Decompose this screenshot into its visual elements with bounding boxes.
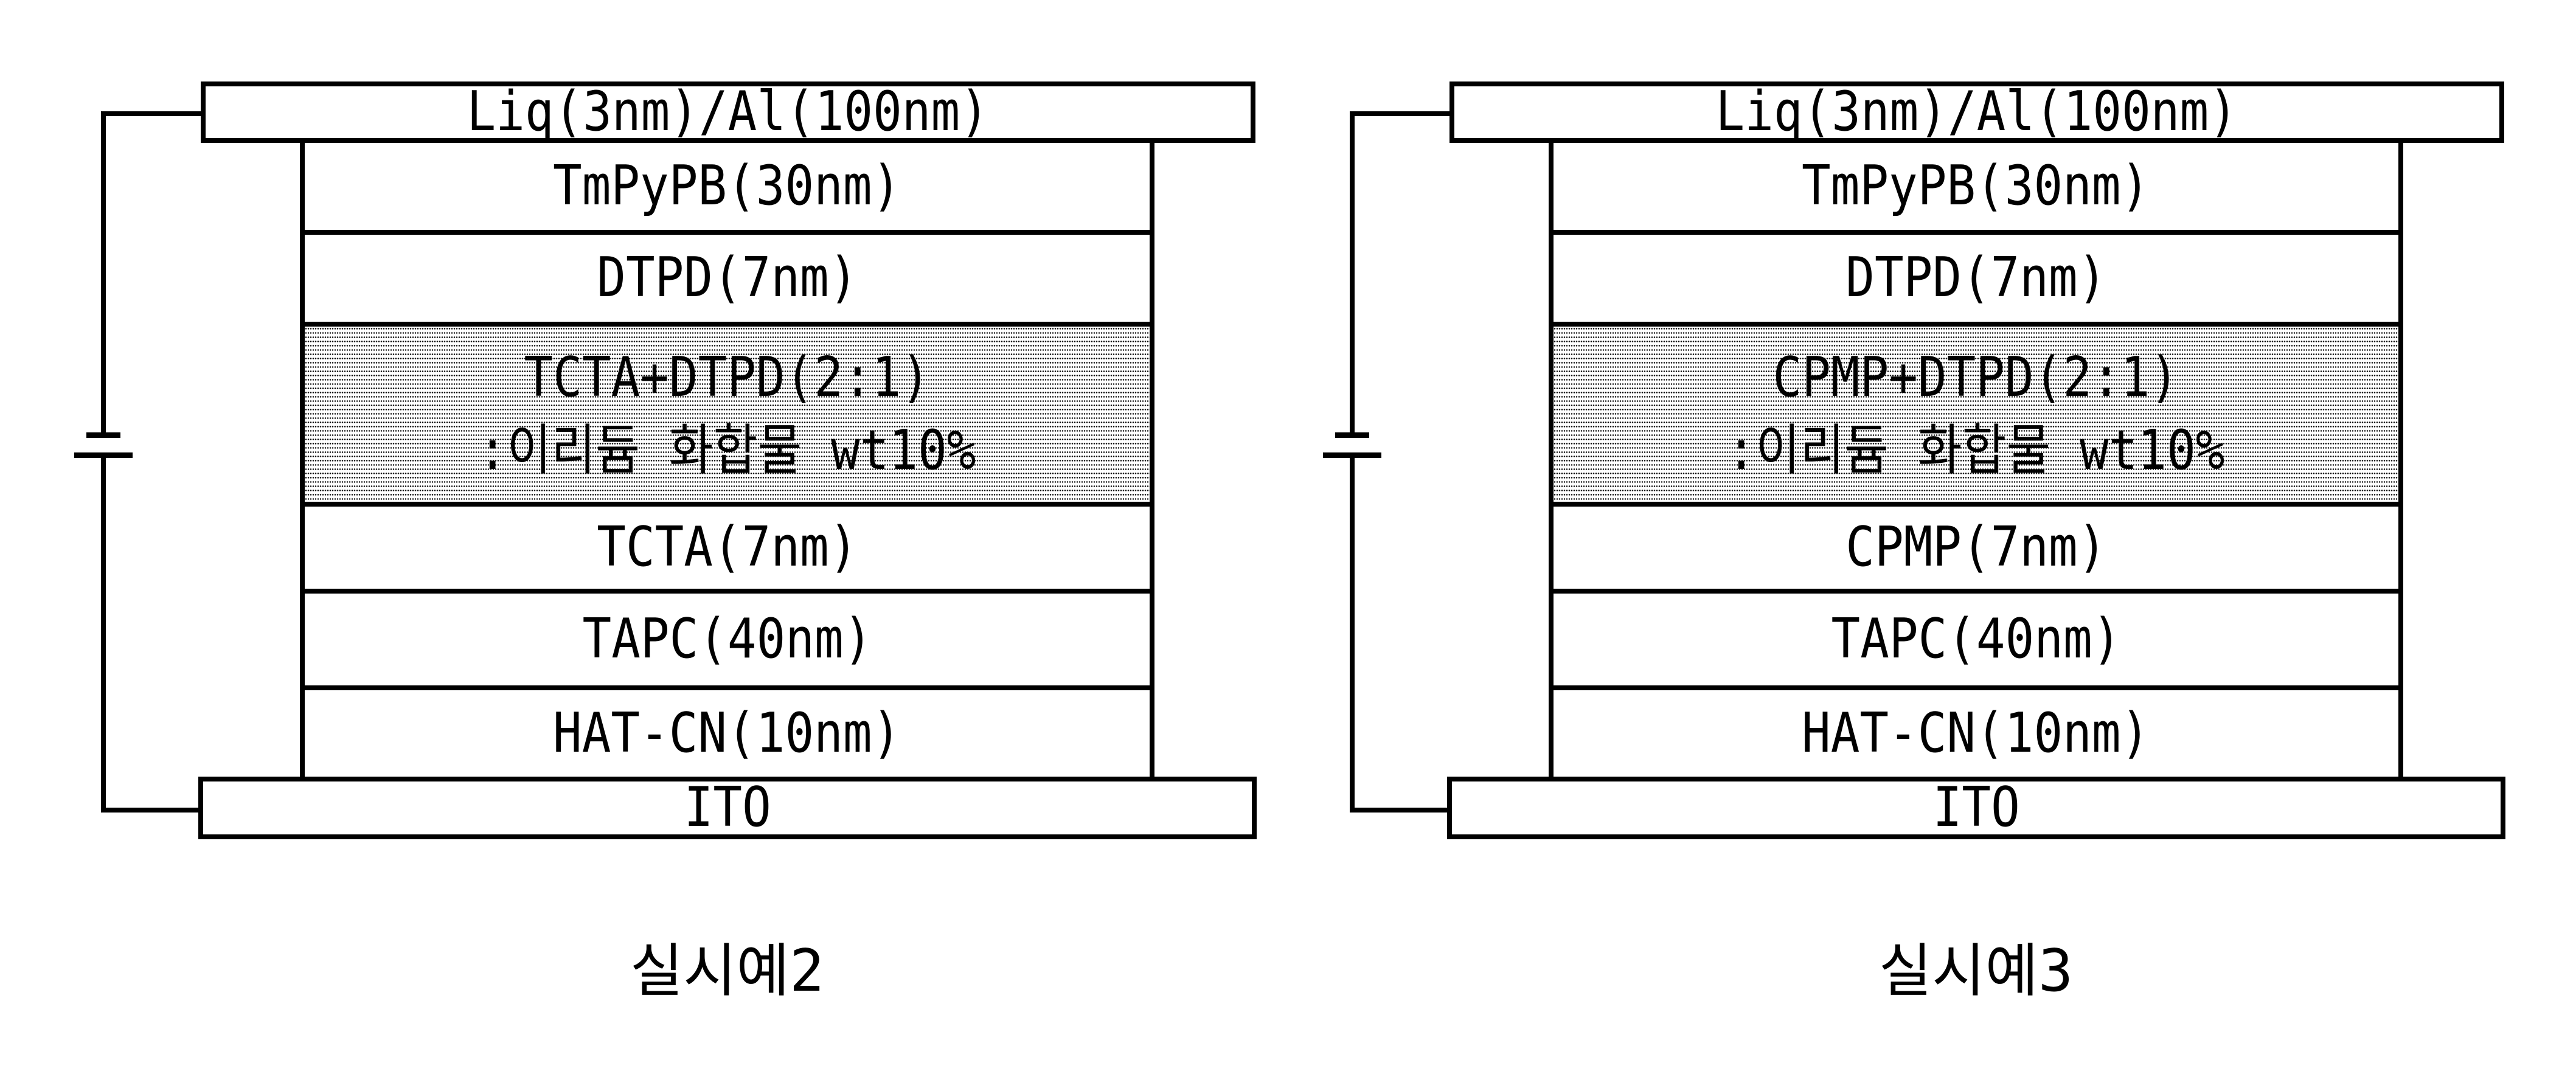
diagram-caption: 실시예3 bbox=[1878, 938, 2074, 1005]
layer-hole-transport2: TAPC(40nm) bbox=[305, 594, 1150, 690]
layer-hole-transport-label: TCTA(7nm) bbox=[596, 515, 858, 580]
layer-emission-label-line2: :이리듐 화합물 wt10% bbox=[1727, 418, 2225, 482]
layer-exciton-block-label: DTPD(7nm) bbox=[596, 246, 858, 310]
wire-cathode-vertical bbox=[101, 111, 106, 434]
layer-electron-transport: TmPyPB(30nm) bbox=[1554, 143, 2398, 235]
battery-short-plate-icon bbox=[1335, 432, 1369, 438]
layer-electron-transport-label: TmPyPB(30nm) bbox=[553, 154, 901, 218]
layer-anode: ITO bbox=[198, 777, 1257, 839]
battery-long-plate-icon bbox=[74, 452, 133, 458]
layer-exciton-block-label: DTPD(7nm) bbox=[1845, 246, 2107, 310]
wire-cathode-vertical bbox=[1350, 111, 1355, 434]
device-diagram-example3: Liq(3nm)/Al(100nm) TmPyPB(30nm) DTPD(7nm… bbox=[1249, 0, 2576, 1088]
layer-cathode-label: Liq(3nm)/Al(100nm) bbox=[467, 80, 990, 144]
layer-hole-transport2-label: TAPC(40nm) bbox=[1831, 607, 2121, 671]
diagram-caption: 실시예2 bbox=[630, 938, 825, 1005]
wire-anode-vertical bbox=[101, 458, 106, 813]
layer-exciton-block: DTPD(7nm) bbox=[305, 235, 1150, 327]
layer-anode-label: ITO bbox=[684, 775, 771, 840]
wire-cathode-horizontal bbox=[1350, 111, 1454, 116]
layer-hole-injection-label: HAT-CN(10nm) bbox=[553, 701, 901, 765]
layer-hole-transport2: TAPC(40nm) bbox=[1554, 594, 2398, 690]
wire-anode-horizontal bbox=[101, 808, 203, 813]
layer-hole-injection: HAT-CN(10nm) bbox=[1554, 690, 2398, 777]
wire-cathode-horizontal bbox=[101, 111, 206, 116]
layer-hole-transport-label: CPMP(7nm) bbox=[1845, 515, 2107, 580]
layer-cathode: Liq(3nm)/Al(100nm) bbox=[201, 81, 1255, 143]
layer-anode-label: ITO bbox=[1932, 775, 2020, 840]
layer-anode: ITO bbox=[1447, 777, 2505, 839]
layer-emission: TCTA+DTPD(2:1) :이리듐 화합물 wt10% bbox=[305, 327, 1150, 507]
layer-emission-label-line2: :이리듐 화합물 wt10% bbox=[478, 418, 976, 482]
layer-hole-injection: HAT-CN(10nm) bbox=[305, 690, 1150, 777]
layer-electron-transport-label: TmPyPB(30nm) bbox=[1802, 154, 2150, 218]
layer-cathode: Liq(3nm)/Al(100nm) bbox=[1449, 81, 2504, 143]
layer-emission-label-line1: CPMP+DTPD(2:1) bbox=[1772, 345, 2179, 409]
oled-stack: TmPyPB(30nm) DTPD(7nm) CPMP+DTPD(2:1) :이… bbox=[1549, 143, 2403, 777]
wire-anode-horizontal bbox=[1350, 808, 1452, 813]
layer-hole-injection-label: HAT-CN(10nm) bbox=[1802, 701, 2150, 765]
oled-stack: TmPyPB(30nm) DTPD(7nm) TCTA+DTPD(2:1) :이… bbox=[300, 143, 1154, 777]
layer-hole-transport: TCTA(7nm) bbox=[305, 507, 1150, 594]
layer-cathode-label: Liq(3nm)/Al(100nm) bbox=[1715, 80, 2238, 144]
layer-hole-transport2-label: TAPC(40nm) bbox=[582, 607, 872, 671]
layer-emission-label-line1: TCTA+DTPD(2:1) bbox=[524, 345, 931, 409]
layer-hole-transport: CPMP(7nm) bbox=[1554, 507, 2398, 594]
layer-emission: CPMP+DTPD(2:1) :이리듐 화합물 wt10% bbox=[1554, 327, 2398, 507]
battery-long-plate-icon bbox=[1323, 452, 1381, 458]
layer-exciton-block: DTPD(7nm) bbox=[1554, 235, 2398, 327]
battery-short-plate-icon bbox=[86, 432, 120, 438]
layer-electron-transport: TmPyPB(30nm) bbox=[305, 143, 1150, 235]
device-diagram-example2: Liq(3nm)/Al(100nm) TmPyPB(30nm) DTPD(7nm… bbox=[74, 81, 1257, 1005]
wire-anode-vertical bbox=[1350, 458, 1355, 813]
